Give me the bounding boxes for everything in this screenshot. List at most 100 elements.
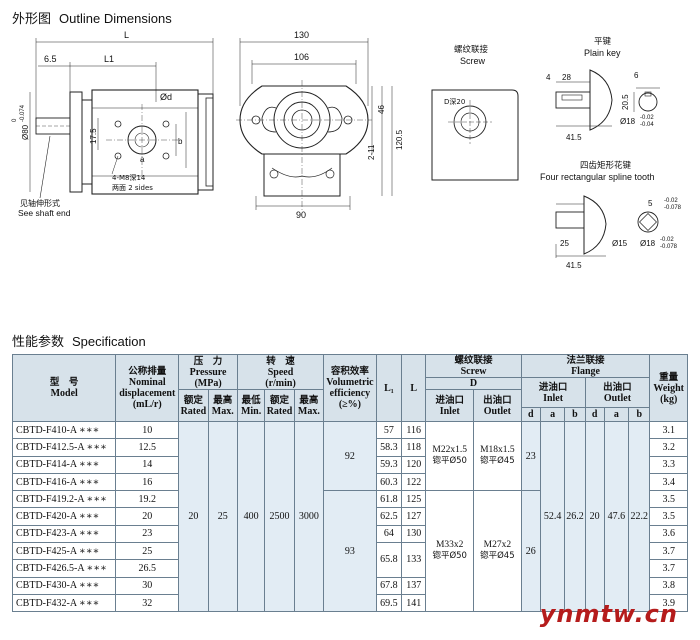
cell-displacement: 25 xyxy=(115,542,180,561)
sp-dim-5-tol-top: -0.02 xyxy=(664,198,678,204)
table-row: CBTD-F419.2-A ∗∗∗ 19.2 93 61.8 125 M33x2… xyxy=(11,490,688,613)
outline-drawing: L 6.5 L1 Ø80 0 -0.074 17.5 Ød a b 4-M8深1… xyxy=(12,30,682,270)
cell-weight: 3.9 xyxy=(649,593,688,613)
outline-title-cn: 外形图 xyxy=(12,12,52,27)
cell-l1: 60.3 xyxy=(375,472,403,492)
cell-displacement: 14 xyxy=(115,455,180,474)
cell-l: 127 xyxy=(401,507,427,526)
cell-model: CBTD-F412.5-A ∗∗∗ xyxy=(11,438,117,457)
sp-dim-5-tol-bot: -0.078 xyxy=(664,205,682,211)
cell-l1: 64 xyxy=(375,524,403,544)
cell-speed-rated: 2500 xyxy=(264,420,295,613)
cell-l: 125 xyxy=(401,490,427,509)
cell-inlet-b: 26.2 xyxy=(564,420,586,613)
cell-weight: 3.3 xyxy=(649,455,688,474)
dim-phid: Ød xyxy=(160,92,172,102)
cell-l1: 62.5 xyxy=(375,507,403,526)
pk-dim-41-5: 41.5 xyxy=(566,133,582,142)
table-row: CBTD-F423-A ∗∗∗ 23 64 130 3.6 xyxy=(11,524,688,544)
spec-title-en: Specification xyxy=(72,334,146,349)
shaft-note-cn: 见轴伸形式 xyxy=(20,198,60,208)
cell-displacement: 19.2 xyxy=(115,490,180,509)
dim-46: 46 xyxy=(377,105,386,114)
cell-l: 141 xyxy=(401,593,427,613)
cell-l: 137 xyxy=(401,576,427,595)
sp-tol-top: -0.02 xyxy=(660,237,674,243)
sp-dim-5: 5 xyxy=(648,199,653,208)
dim-6-5: 6.5 xyxy=(44,54,57,64)
cell-displacement: 16 xyxy=(115,472,180,492)
pk-dim-phi18: Ø18 xyxy=(620,117,636,126)
dim-106: 106 xyxy=(294,52,309,62)
screw-view xyxy=(431,89,519,181)
cell-l1: 61.8 xyxy=(375,490,403,509)
front-view xyxy=(29,38,214,199)
cell-displacement: 32 xyxy=(115,593,180,613)
note-bolts: 4-M8深14 xyxy=(112,173,146,182)
cell-l1: 58.3 xyxy=(375,438,403,457)
th-inlet-b: b xyxy=(564,407,586,422)
sp-dim-41-5: 41.5 xyxy=(566,261,582,270)
cell-pressure-rated: 20 xyxy=(178,420,209,613)
sp-dim-25: 25 xyxy=(560,239,569,248)
screw-label: D深20 xyxy=(444,97,465,106)
dim-phi80: Ø80 xyxy=(21,124,30,140)
pk-dim-20-5: 20.5 xyxy=(621,94,630,110)
cell-weight: 3.6 xyxy=(649,524,688,544)
cell-pressure-max: 25 xyxy=(207,420,238,613)
th-l1: L₁ xyxy=(375,354,403,422)
cell-model: CBTD-F423-A ∗∗∗ xyxy=(11,524,117,544)
cell-inlet-a: 52.4 xyxy=(539,420,566,613)
cell-model: CBTD-F416-A ∗∗∗ xyxy=(11,472,117,492)
plain-key-view xyxy=(555,69,660,131)
cell-displacement: 26.5 xyxy=(115,559,180,578)
cell-displacement: 23 xyxy=(115,524,180,544)
cell-model: CBTD-F420-A ∗∗∗ xyxy=(11,507,117,526)
pk-dim-6: 6 xyxy=(634,71,639,80)
th-l: L xyxy=(401,354,427,422)
cell-l: 133 xyxy=(401,542,427,578)
pk-dim-28: 28 xyxy=(562,73,571,82)
side-view xyxy=(236,38,393,210)
cell-weight: 3.1 xyxy=(649,420,688,440)
cell-model: CBTD-F425-A ∗∗∗ xyxy=(11,542,117,561)
cell-displacement: 10 xyxy=(115,420,180,440)
th-inlet-a: a xyxy=(539,407,566,422)
cell-l1: 57 xyxy=(375,420,403,440)
cell-outlet-b: 22.2 xyxy=(628,420,651,613)
th-outlet-b: b xyxy=(628,407,651,422)
sp-dim-phi15: Ø15 xyxy=(612,239,628,248)
table-row: CBTD-F414-A ∗∗∗ 14 59.3 120 3.3 xyxy=(11,455,688,474)
cell-weight: 3.2 xyxy=(649,438,688,457)
cell-weight: 3.7 xyxy=(649,542,688,561)
cell-weight: 3.4 xyxy=(649,472,688,492)
cell-outlet-d: 20 xyxy=(584,420,605,613)
cell-model: CBTD-F414-A ∗∗∗ xyxy=(11,455,117,474)
cell-l1: 65.8 xyxy=(375,542,403,578)
cell-speed-min: 400 xyxy=(236,420,266,613)
cell-displacement: 12.5 xyxy=(115,438,180,457)
dim-2-11: 2-11 xyxy=(367,144,376,160)
screw-title-en: Screw xyxy=(460,56,486,66)
pk-dim-4: 4 xyxy=(546,73,551,82)
cell-l1: 69.5 xyxy=(375,593,403,613)
th-screw-d: D xyxy=(425,377,522,390)
cell-weight: 3.8 xyxy=(649,576,688,595)
cell-l: 122 xyxy=(401,472,427,492)
screw-title-cn: 螺纹联接 xyxy=(454,44,489,55)
cell-efficiency-top: 92 xyxy=(323,420,377,492)
